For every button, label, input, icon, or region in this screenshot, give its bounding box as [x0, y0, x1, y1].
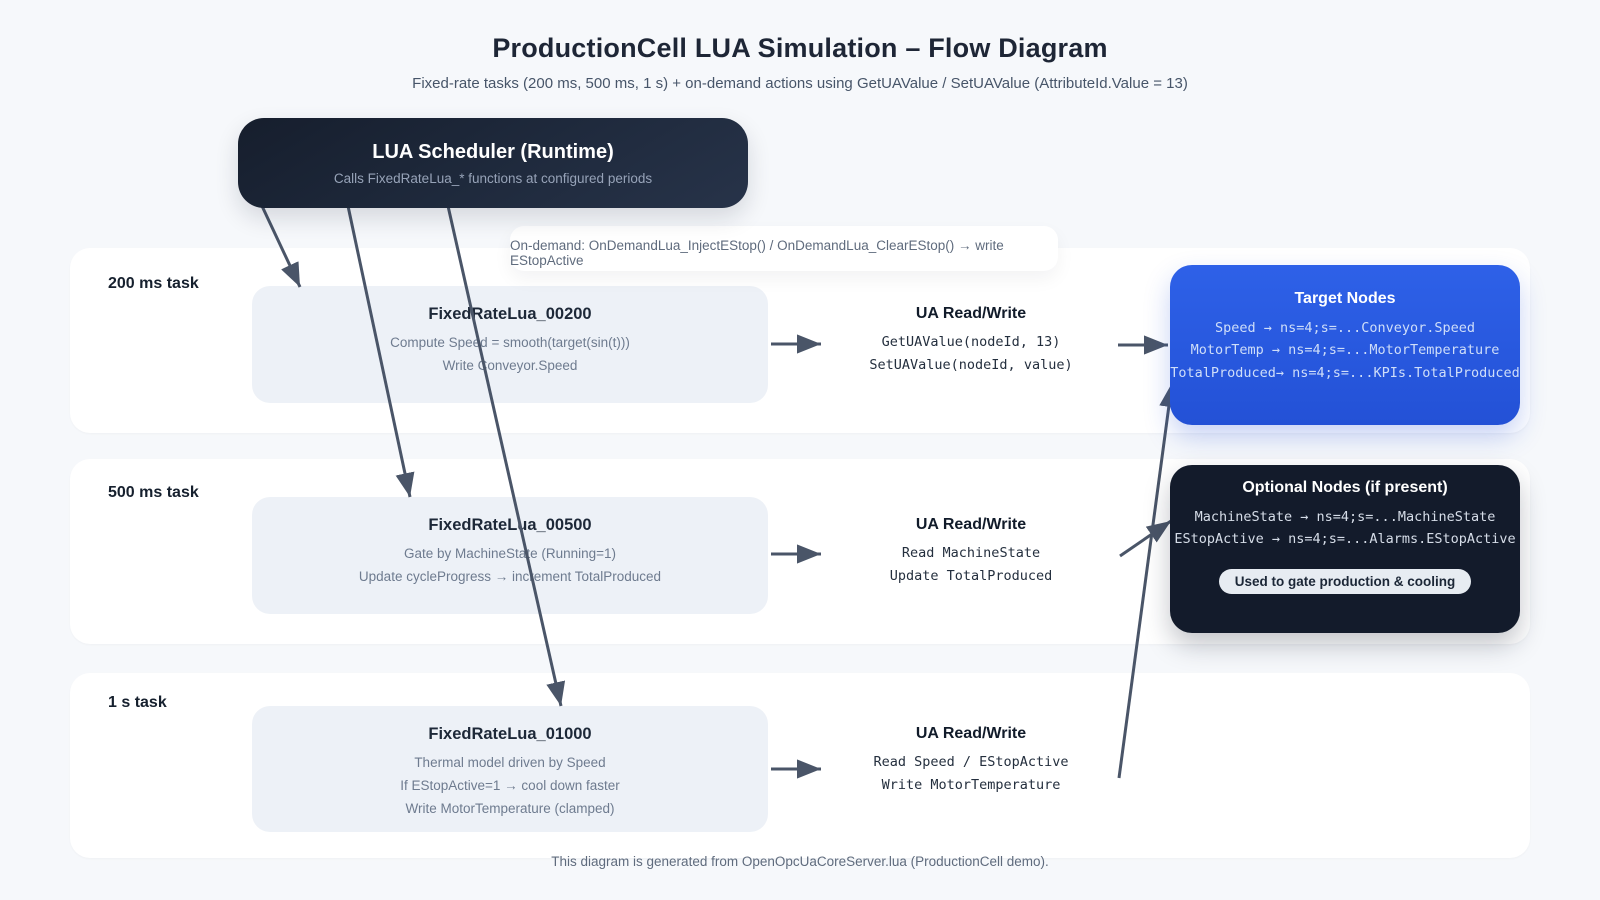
ua-code-line: SetUAValue(nodeId, value): [869, 357, 1073, 373]
function-box-00500: FixedRateLua_00500 Gate by MachineState …: [252, 497, 768, 614]
function-desc-line: Update cycleProgress → increment TotalPr…: [358, 569, 662, 584]
ua-readwrite-200ms: UA Read/Write GetUAValue(nodeId, 13) Set…: [841, 304, 1101, 377]
ua-code-line: Read Speed / EStopActive: [873, 754, 1069, 770]
function-box-01000: FixedRateLua_01000 Thermal model driven …: [252, 706, 768, 832]
ua-code-line: GetUAValue(nodeId, 13): [881, 334, 1061, 350]
function-box-00200: FixedRateLua_00200 Compute Speed = smoot…: [252, 286, 768, 403]
target-nodes-box: Target Nodes Speed → ns=4;s=...Conveyor.…: [1170, 265, 1520, 425]
task-label-500ms: 500 ms task: [108, 484, 199, 501]
ua-title: UA Read/Write: [915, 305, 1027, 322]
function-desc-line: Write MotorTemperature (clamped): [405, 801, 615, 816]
target-nodes-title: Target Nodes: [1294, 290, 1396, 307]
ua-title: UA Read/Write: [915, 725, 1027, 742]
function-name: FixedRateLua_00200: [428, 305, 592, 323]
function-desc-line: If EStopActive=1 → cool down faster: [400, 778, 620, 793]
lua-scheduler-box: LUA Scheduler (Runtime) Calls FixedRateL…: [238, 118, 748, 208]
function-desc-line: Gate by MachineState (Running=1): [404, 546, 616, 561]
optional-nodes-title: Optional Nodes (if present): [1242, 479, 1448, 496]
ua-readwrite-500ms: UA Read/Write Read MachineState Update T…: [841, 515, 1101, 588]
ua-code-line: Update TotalProduced: [889, 568, 1053, 584]
page-title: ProductionCell LUA Simulation – Flow Dia…: [492, 33, 1108, 63]
function-desc-line: Write Conveyor.Speed: [442, 358, 578, 373]
scheduler-title: LUA Scheduler (Runtime): [372, 140, 614, 163]
optional-nodes-box: Optional Nodes (if present) MachineState…: [1170, 465, 1520, 633]
task-label-200ms: 200 ms task: [108, 275, 199, 292]
optional-node-line: MachineState → ns=4;s=...MachineState: [1194, 509, 1496, 525]
target-node-line: MotorTemp → ns=4;s=...MotorTemperature: [1190, 342, 1500, 359]
footer-note: This diagram is generated from OpenOpcUa…: [551, 854, 1049, 869]
target-node-line: Speed → ns=4;s=...Conveyor.Speed: [1214, 320, 1476, 336]
task-row-500ms: 500 ms task FixedRateLua_00500 Gate by M…: [70, 459, 1530, 644]
ua-code-line: Write MotorTemperature: [881, 777, 1061, 793]
function-name: FixedRateLua_00500: [428, 516, 592, 534]
function-desc-line: Thermal model driven by Speed: [414, 755, 606, 770]
task-row-200ms: 200 ms task FixedRateLua_00200 Compute S…: [70, 248, 1530, 433]
optional-node-line: EStopActive → ns=4;s=...Alarms.EStopActi…: [1174, 531, 1516, 548]
task-row-1s: 1 s task FixedRateLua_01000 Thermal mode…: [70, 673, 1530, 858]
target-node-line: TotalProduced→ ns=4;s=...KPIs.TotalProdu…: [1170, 364, 1520, 381]
scheduler-subtitle: Calls FixedRateLua_* functions at config…: [333, 170, 653, 186]
on-demand-note: On-demand: OnDemandLua_InjectEStop() / O…: [510, 226, 1058, 271]
ua-code-line: Read MachineState: [901, 545, 1041, 561]
gating-badge: Used to gate production & cooling: [1218, 568, 1472, 594]
ua-title: UA Read/Write: [915, 516, 1027, 533]
function-name: FixedRateLua_01000: [428, 725, 592, 743]
page-subtitle: Fixed-rate tasks (200 ms, 500 ms, 1 s) +…: [412, 75, 1188, 92]
task-label-1s: 1 s task: [108, 694, 167, 711]
ua-readwrite-1s: UA Read/Write Read Speed / EStopActive W…: [841, 724, 1101, 797]
function-desc-line: Compute Speed = smooth(target(sin(t))): [390, 335, 630, 350]
